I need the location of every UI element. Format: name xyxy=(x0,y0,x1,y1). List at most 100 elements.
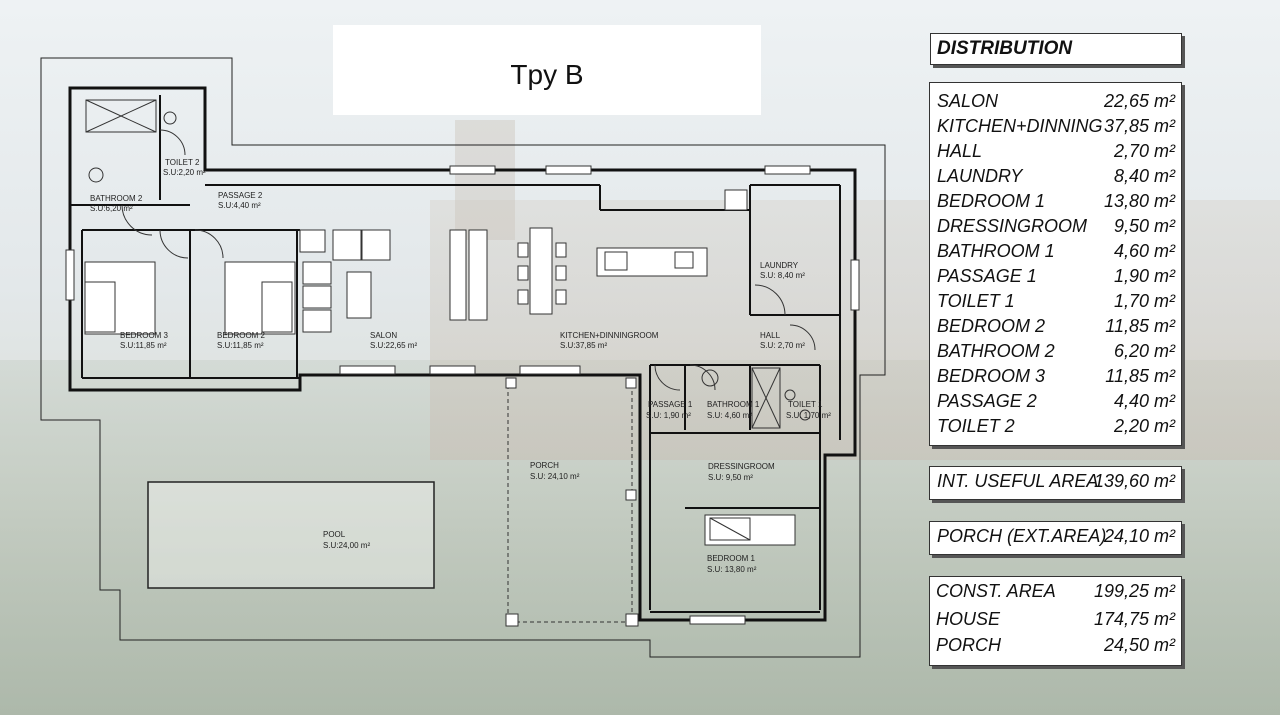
room-area: 9,50 m² xyxy=(1113,216,1175,236)
room-name: BEDROOM 3 xyxy=(937,366,1046,386)
distribution-header: DISTRIBUTION xyxy=(930,33,1182,65)
label-bathroom2-name: BATHROOM 2 xyxy=(90,194,143,203)
label-laundry-name: LAUNDRY xyxy=(760,261,799,270)
label-passage1-area: S.U: 1,90 m² xyxy=(646,411,691,420)
room-area: 37,85 m² xyxy=(1103,116,1175,136)
room-area: 1,90 m² xyxy=(1113,266,1175,286)
room-name: PASSAGE 1 xyxy=(937,266,1037,286)
useful-area-value: 139,60 m² xyxy=(1093,471,1175,491)
label-bedroom1-name: BEDROOM 1 xyxy=(707,554,756,563)
room-area: 13,80 m² xyxy=(1103,191,1175,211)
label-porch-name: PORCH xyxy=(530,461,559,470)
construction-row: HOUSE 174,75 m² xyxy=(936,609,1175,634)
construction-value: 199,25 m² xyxy=(1093,581,1175,601)
house-walls xyxy=(68,86,857,622)
room-name: KITCHEN+DINNING xyxy=(937,116,1103,136)
label-salon-area: S.U:22,65 m² xyxy=(370,341,417,350)
porch-area-row: PORCH (EXT.AREA)24,10 m² xyxy=(937,526,1175,551)
room-name: BEDROOM 2 xyxy=(937,316,1046,336)
label-toilet2-area: S.U:2,20 m² xyxy=(163,168,206,177)
label-bathroom1-area: S.U: 4,60 m² xyxy=(707,411,752,420)
label-bedroom1-area: S.U: 13,80 m² xyxy=(707,565,757,574)
plan-title: Tpy B xyxy=(510,59,584,90)
room-row: BEDROOM 3 11,85 m² xyxy=(937,366,1175,391)
room-labels: TOILET 2 S.U:2,20 m² BATHROOM 2 S.U:6,20… xyxy=(90,158,831,574)
useful-area-label: INT. USEFUL AREA xyxy=(937,471,1099,491)
porch-area-box: PORCH (EXT.AREA)24,10 m² xyxy=(929,521,1182,555)
label-bathroom1-name: BATHROOM 1 xyxy=(707,400,760,409)
room-name: BATHROOM 2 xyxy=(937,341,1055,361)
background-tower xyxy=(455,120,515,240)
porch-area-value: 24,10 m² xyxy=(1103,526,1175,546)
porch-outline xyxy=(505,377,639,627)
label-passage2-area: S.U:4,40 m² xyxy=(218,201,261,210)
label-kitchen-area: S.U:37,85 m² xyxy=(560,341,607,350)
distribution-title: DISTRIBUTION xyxy=(937,38,1073,59)
label-hall-name: HALL xyxy=(760,331,781,340)
construction-label: HOUSE xyxy=(936,609,1001,629)
label-toilet2-name: TOILET 2 xyxy=(165,158,200,167)
room-name: HALL xyxy=(937,141,983,161)
label-pool-name: POOL xyxy=(323,530,346,539)
room-row: PASSAGE 1 1,90 m² xyxy=(937,266,1175,291)
room-row: BATHROOM 1 4,60 m² xyxy=(937,241,1175,266)
doors xyxy=(121,129,816,391)
pool-outline xyxy=(147,481,435,589)
label-passage2-name: PASSAGE 2 xyxy=(218,191,263,200)
room-name: PASSAGE 2 xyxy=(937,391,1037,411)
room-row: LAUNDRY 8,40 m² xyxy=(937,166,1175,191)
label-toilet1-name: TOILET 1 xyxy=(788,400,823,409)
room-row: TOILET 2 2,20 m² xyxy=(937,416,1175,441)
room-area: 8,40 m² xyxy=(1113,166,1175,186)
title-box: Tpy B xyxy=(333,25,761,115)
label-bedroom2-area: S.U:11,85 m² xyxy=(217,341,264,350)
label-dressingroom-name: DRESSINGROOM xyxy=(708,462,775,471)
room-area: 22,65 m² xyxy=(1103,91,1175,111)
label-pool-area: S.U:24,00 m² xyxy=(323,541,370,550)
room-name: BEDROOM 1 xyxy=(937,191,1046,211)
room-area: 4,60 m² xyxy=(1113,241,1175,261)
windows xyxy=(65,165,860,625)
label-salon-name: SALON xyxy=(370,331,397,340)
label-bathroom2-area: S.U:6,20 m² xyxy=(90,204,133,213)
room-row: SALON 22,65 m² xyxy=(937,91,1175,116)
room-name: LAUNDRY xyxy=(937,166,1023,186)
construction-label: PORCH xyxy=(936,635,1002,655)
label-toilet1-area: S.U: 1,70 m² xyxy=(786,411,831,420)
room-area: 2,20 m² xyxy=(1113,416,1175,436)
label-dressingroom-area: S.U: 9,50 m² xyxy=(708,473,753,482)
room-name: TOILET 1 xyxy=(937,291,1015,311)
label-hall-area: S.U: 2,70 m² xyxy=(760,341,805,350)
label-passage1-name: PASSAGE 1 xyxy=(648,400,693,409)
room-area: 2,70 m² xyxy=(1113,141,1175,161)
room-area: 4,40 m² xyxy=(1113,391,1175,411)
room-row: PASSAGE 2 4,40 m² xyxy=(937,391,1175,416)
furniture xyxy=(84,189,796,546)
label-laundry-area: S.U: 8,40 m² xyxy=(760,271,805,280)
room-name: BATHROOM 1 xyxy=(937,241,1055,261)
room-area: 11,85 m² xyxy=(1105,366,1175,386)
label-porch-area: S.U: 24,10 m² xyxy=(530,472,580,481)
interior-walls xyxy=(70,95,841,613)
label-bedroom3-name: BEDROOM 3 xyxy=(120,331,169,340)
room-name: TOILET 2 xyxy=(937,416,1015,436)
plot-outline xyxy=(40,57,886,658)
room-name: SALON xyxy=(937,91,999,111)
porch-area-label: PORCH (EXT.AREA) xyxy=(937,526,1107,546)
room-row: HALL 2,70 m² xyxy=(937,141,1175,166)
label-bedroom2-name: BEDROOM 2 xyxy=(217,331,266,340)
label-bedroom3-area: S.U:11,85 m² xyxy=(120,341,167,350)
construction-value: 174,75 m² xyxy=(1093,609,1175,629)
